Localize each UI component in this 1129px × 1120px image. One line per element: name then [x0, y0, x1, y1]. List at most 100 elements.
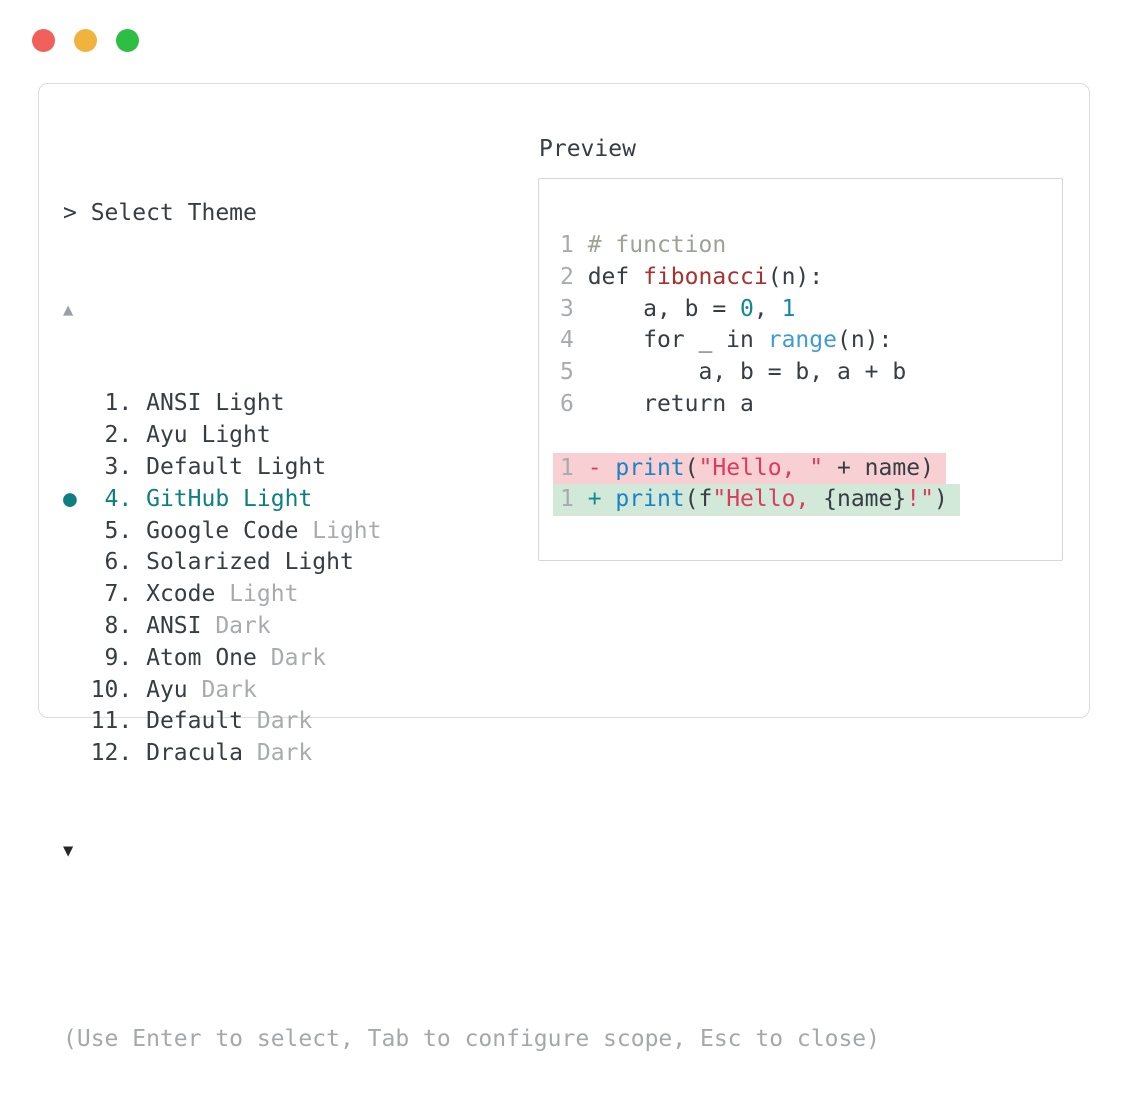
code-token: "Hello,: [712, 486, 824, 513]
code-token: 1: [781, 295, 796, 322]
selection-bullet: [63, 645, 91, 671]
code-token: 0: [740, 295, 754, 322]
code-token: ): [933, 486, 948, 513]
theme-name: Default: [146, 453, 244, 480]
code-token: for _ in: [587, 327, 768, 354]
theme-list-item[interactable]: 6. Solarized Light: [63, 547, 880, 579]
code-line: 1 # function: [560, 230, 960, 262]
selection-bullet: [63, 390, 91, 416]
theme-list-item[interactable]: 10. Ayu Dark: [63, 675, 880, 707]
code-token: (f: [684, 486, 713, 513]
code-line-blank: [560, 421, 960, 453]
theme-variant: Light: [229, 485, 313, 512]
theme-variant: Light: [243, 453, 327, 480]
close-button[interactable]: [32, 29, 55, 52]
line-number: 1: [560, 232, 588, 258]
code-line: 2 def fibonacci(n):: [560, 262, 960, 294]
diff-sign: +: [587, 486, 616, 513]
code-line: 6 return a: [560, 389, 960, 421]
selection-bullet: [63, 581, 91, 607]
selection-bullet: [63, 422, 91, 448]
code-token: print: [615, 454, 685, 481]
code-line: 4 for _ in range(n):: [560, 325, 960, 357]
theme-variant: Light: [201, 390, 285, 417]
theme-number: 3.: [90, 453, 147, 480]
code-token: # function: [587, 232, 727, 258]
code-token: + name): [823, 454, 934, 481]
theme-number: 11.: [90, 708, 147, 735]
theme-name: Ayu: [146, 422, 188, 449]
line-number: 1: [560, 454, 588, 481]
theme-number: 1.: [90, 390, 147, 417]
theme-name: Default: [146, 708, 244, 735]
code-token: "Hello, ": [698, 454, 824, 481]
code-line: 1 - print("Hello, " + name): [553, 452, 960, 485]
code-token: return a: [587, 390, 754, 417]
theme-variant: Light: [215, 581, 299, 608]
theme-list-item[interactable]: 11. Default Dark: [63, 706, 880, 738]
theme-name: Google Code: [146, 517, 299, 544]
theme-number: 5.: [90, 517, 147, 544]
theme-list-item[interactable]: 5. Google Code Light: [63, 516, 880, 548]
theme-number: 6.: [90, 549, 147, 576]
theme-list-item[interactable]: 8. ANSI Dark: [63, 611, 880, 643]
line-number: 6: [560, 390, 588, 417]
theme-variant: Light: [298, 517, 382, 544]
code-token: a, b = b, a + b: [587, 359, 907, 386]
minimize-button[interactable]: [74, 29, 97, 52]
code-token: (: [684, 454, 699, 481]
theme-list-item[interactable]: 1. ANSI Light: [63, 388, 880, 420]
selection-bullet: [63, 518, 91, 544]
theme-number: 2.: [90, 422, 147, 449]
line-number: 4: [560, 327, 588, 354]
code-line: 1 + print(f"Hello, {name}!"): [553, 484, 960, 517]
code-token: !": [906, 486, 934, 513]
code-token: (n):: [836, 327, 893, 354]
theme-name: Solarized: [146, 549, 271, 576]
theme-list-item[interactable]: 7. Xcode Light: [63, 579, 880, 611]
theme-name: ANSI: [146, 612, 202, 639]
code-token: range: [767, 327, 837, 354]
theme-name: Atom One: [146, 644, 257, 671]
code-line: 5 a, b = b, a + b: [560, 357, 960, 389]
theme-list-item[interactable]: 3. Default Light: [63, 452, 880, 484]
theme-name: Dracula: [146, 740, 244, 767]
theme-variant: Dark: [256, 644, 327, 671]
theme-number: 10.: [90, 676, 147, 703]
code-token: fibonacci: [643, 263, 768, 290]
code-line: 3 a, b = 0, 1: [560, 294, 960, 326]
theme-number: 7.: [90, 581, 147, 608]
theme-variant: Dark: [243, 740, 313, 767]
theme-list-item[interactable]: 9. Atom One Dark: [63, 643, 880, 675]
line-number: 2: [560, 263, 588, 290]
theme-variant: Dark: [243, 708, 313, 735]
selection-bullet: [63, 613, 91, 639]
theme-variant: Dark: [187, 676, 257, 703]
diff-line-removed: 1 - print("Hello, " + name): [553, 452, 946, 485]
theme-list-item[interactable]: 12. Dracula Dark: [63, 738, 880, 770]
selection-bullet: [63, 677, 91, 703]
selection-bullet: [63, 454, 91, 480]
footer-hint: (Use Enter to select, Tab to configure s…: [63, 1026, 880, 1053]
selection-bullet: [63, 708, 91, 734]
preview-title: Preview: [539, 136, 636, 162]
theme-name: Xcode: [146, 581, 216, 608]
theme-list-item[interactable]: ● 4. GitHub Light: [63, 484, 880, 516]
code-token: print: [615, 486, 685, 513]
theme-number: 12.: [90, 740, 147, 767]
code-token: {name}: [823, 486, 907, 513]
theme-number: 8.: [90, 612, 147, 639]
selection-bullet: [63, 740, 91, 766]
scroll-down-indicator[interactable]: ▼: [63, 840, 74, 861]
selection-bullet: ●: [63, 485, 91, 512]
window-controls: [32, 29, 139, 52]
code-token: def: [587, 263, 644, 290]
theme-variant: Dark: [201, 612, 271, 639]
line-number: 5: [560, 359, 588, 386]
scroll-up-indicator[interactable]: ▲: [63, 299, 74, 320]
theme-picker-panel: > Select Theme ▲ 1. ANSI Light 2. Ayu Li…: [38, 83, 1090, 1052]
zoom-button[interactable]: [116, 29, 139, 52]
theme-list-item[interactable]: 2. Ayu Light: [63, 420, 880, 452]
